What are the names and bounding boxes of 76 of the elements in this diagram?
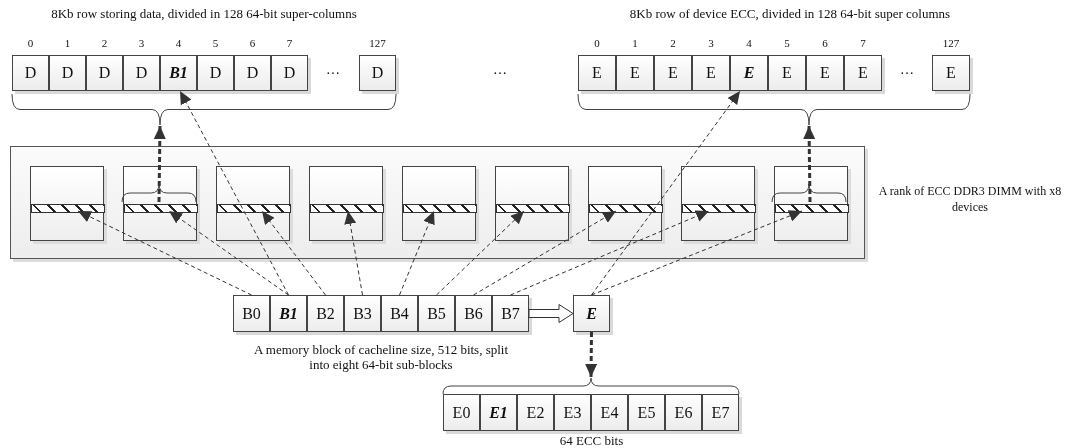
rank-label: A rank of ECC DDR3 DIMM with x8 devices	[877, 183, 1063, 215]
dashed-arrow	[261, 210, 326, 296]
column-number: 6	[821, 37, 829, 49]
column-number: 0	[26, 37, 35, 49]
column-number: 1	[63, 37, 72, 49]
hatched-row-stripe	[403, 204, 477, 213]
column-number: 4	[174, 37, 183, 49]
memory-chip	[495, 166, 569, 241]
dashed-arrow	[585, 332, 598, 377]
ecc-bit-cell: E3	[554, 394, 591, 431]
hatched-row-stripe	[682, 204, 756, 213]
sub-block-cell: B7	[492, 295, 529, 332]
memory-chip	[216, 166, 290, 241]
ecc-bit-cell: E7	[702, 394, 739, 431]
column-number: 127	[368, 37, 387, 49]
sub-block-cell: B0	[233, 295, 270, 332]
memory-chip	[30, 166, 104, 241]
dashed-arrow	[399, 210, 435, 296]
column-number: 6	[248, 37, 257, 49]
caption-text: 64 ECC bits	[558, 433, 625, 448]
memory-chip	[309, 166, 383, 241]
memory-chip	[681, 166, 755, 241]
column-number: 2	[100, 37, 109, 49]
dashed-arrow	[168, 210, 289, 296]
dashed-arrow	[153, 125, 166, 203]
hatched-row-stripe	[310, 204, 384, 213]
column-number: 7	[285, 37, 294, 49]
memory-chip	[402, 166, 476, 241]
column-number: 5	[783, 37, 791, 49]
ecc-block-cell: E	[573, 295, 610, 332]
ecc-bit-cell: E6	[665, 394, 702, 431]
dashed-arrow	[473, 210, 617, 296]
dashed-arrow	[591, 210, 803, 296]
dashed-arrow	[510, 210, 710, 296]
caption-text: 8Kb row of device ECC, divided in 128 64-bit super columns	[628, 6, 952, 21]
hatched-row-stripe	[775, 204, 849, 213]
column-number: 2	[669, 37, 677, 49]
dashed-arrow	[591, 90, 741, 296]
dashed-arrow	[344, 210, 363, 296]
ecc-bit-cell: E0	[443, 394, 480, 431]
hatched-row-stripe	[217, 204, 291, 213]
hatched-row-stripe	[589, 204, 663, 213]
ecc-bit-cell: E4	[591, 394, 628, 431]
dashed-arrow	[179, 90, 289, 296]
caption-text: A memory block of cacheline size, 512 bits, split into eight 64-bit sub-blocks	[252, 342, 510, 372]
memory-chip	[588, 166, 662, 241]
sub-block-cell: B5	[418, 295, 455, 332]
hollow-arrow	[528, 304, 574, 323]
sub-block-cell: B3	[344, 295, 381, 332]
column-number: 3	[137, 37, 146, 49]
ellipsis: …	[325, 62, 341, 78]
sub-block-cell: B4	[381, 295, 418, 332]
column-number: 7	[859, 37, 867, 49]
sub-block-cell: B1	[270, 295, 307, 332]
hatched-row-stripe	[31, 204, 105, 213]
memory-chip	[123, 166, 197, 241]
dashed-arrow	[436, 210, 525, 296]
ecc-bit-cell: E2	[517, 394, 554, 431]
hatched-row-stripe	[124, 204, 198, 213]
caption-text: 8Kb row storing data, divided in 128 64-bit super-columns	[50, 6, 358, 21]
column-number: 5	[211, 37, 220, 49]
ecc-bit-cell: E5	[628, 394, 665, 431]
sub-block-cell: B6	[455, 295, 492, 332]
sub-block-cell: B2	[307, 295, 344, 332]
ecc-bit-cell: E1	[480, 394, 517, 431]
ellipsis: …	[899, 62, 915, 78]
column-number: 127	[941, 37, 961, 49]
memory-chip	[774, 166, 848, 241]
dashed-arrow	[77, 210, 252, 296]
column-number: 1	[631, 37, 639, 49]
column-number: 0	[593, 37, 601, 49]
column-number: 4	[745, 37, 753, 49]
dashed-arrow	[803, 125, 816, 203]
hatched-row-stripe	[496, 204, 570, 213]
ellipsis: …	[492, 62, 508, 78]
column-number: 3	[707, 37, 715, 49]
